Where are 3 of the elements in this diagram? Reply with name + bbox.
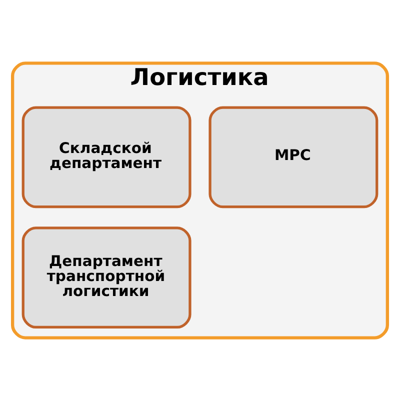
node-box: МРС: [208, 106, 378, 208]
node-box: Складской департамент: [22, 106, 192, 208]
node-box: Департамент транспортной логистики: [22, 226, 192, 328]
